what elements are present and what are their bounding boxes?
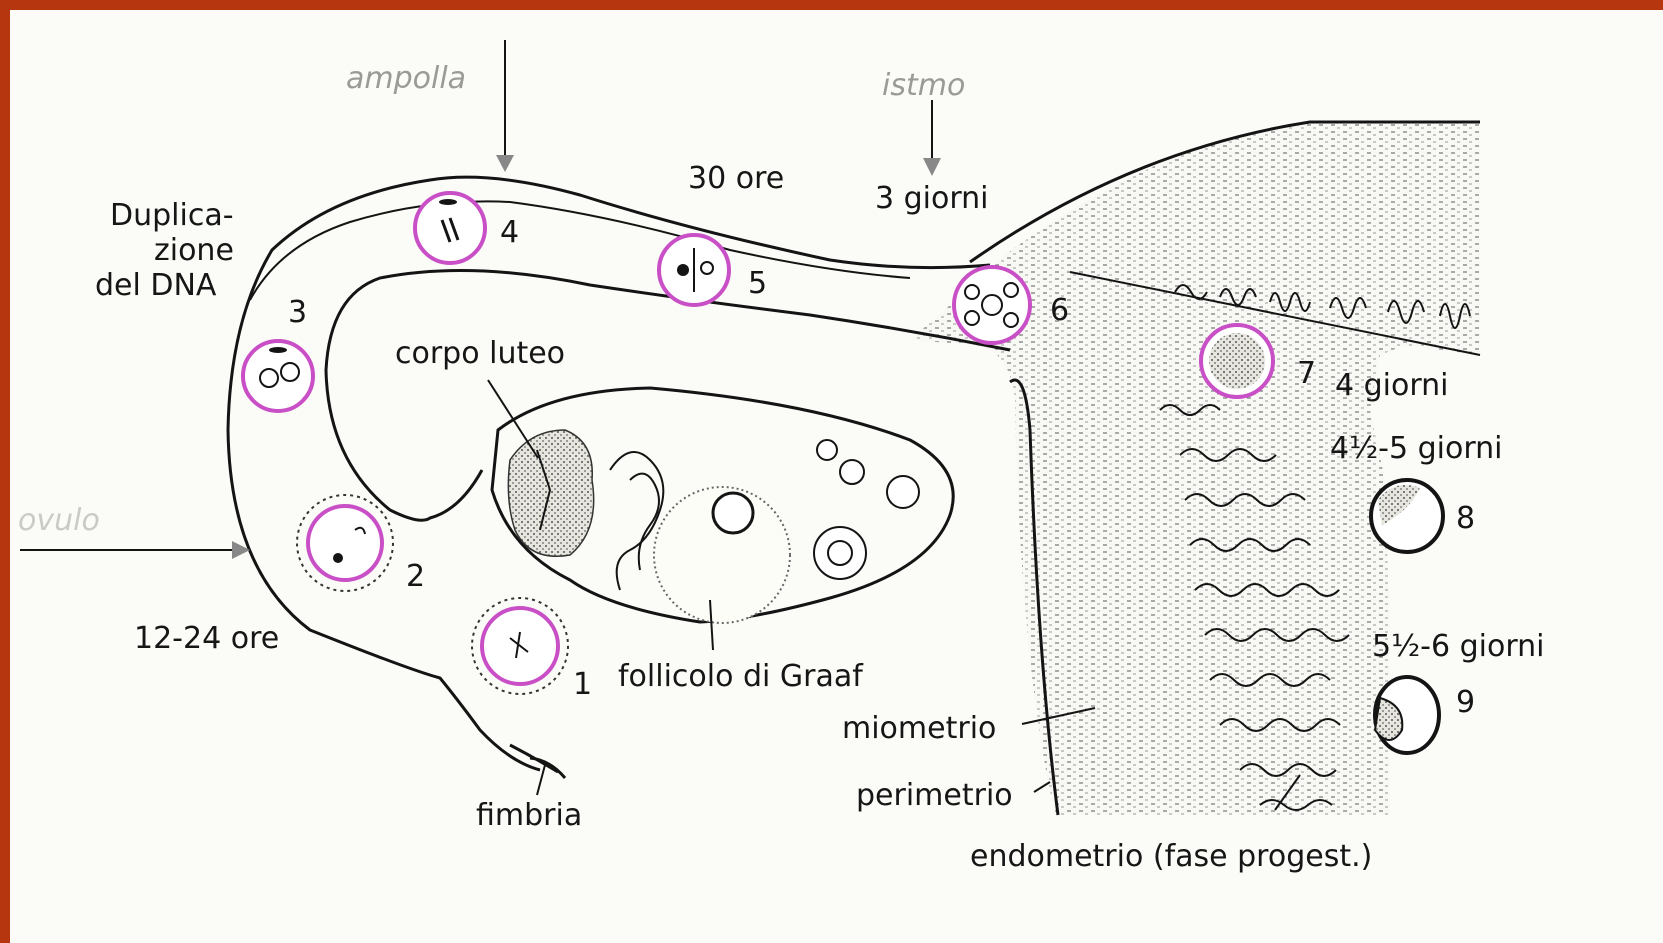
fimbria-label: fimbria <box>476 798 582 833</box>
isthmus-annotation: istmo <box>882 68 965 103</box>
stage-number-1: 1 <box>573 667 592 702</box>
stage-9-implantation <box>1375 677 1439 753</box>
stage-4-chromosomes <box>415 193 485 263</box>
stage-number-6: 6 <box>1050 293 1069 328</box>
stage-6-morula-early <box>954 267 1030 343</box>
perimetrium-pointer <box>1034 782 1050 792</box>
time-45-label: 4½-5 giorni <box>1330 431 1503 466</box>
stage-number-3: 3 <box>288 295 307 330</box>
isthmus-arrowhead <box>923 158 941 176</box>
ovulation-annotation: ovulo <box>18 503 100 538</box>
duplication-label-line2: zione <box>154 233 234 268</box>
stage-5-two-cell <box>659 235 729 305</box>
corpus-luteum <box>508 430 593 556</box>
diagram-canvas: ampolla istmo ovulo <box>10 10 1663 943</box>
stage-number-9: 9 <box>1456 685 1475 720</box>
follicle-small-3 <box>887 476 919 508</box>
time-3d-label: 3 giorni <box>875 181 989 216</box>
stage-number-8: 8 <box>1456 501 1475 536</box>
stage-number-7: 7 <box>1297 356 1316 391</box>
stage-number-4: 4 <box>500 215 519 250</box>
ampulla-arrowhead <box>496 155 514 172</box>
myometrium-label: miometrio <box>842 711 996 746</box>
stage-3-pronuclei <box>243 341 313 411</box>
time-30-label: 30 ore <box>688 161 784 196</box>
corpus-luteum-label: corpo luteo <box>395 336 565 371</box>
stage-1-oocyte <box>472 598 568 694</box>
stage-number-5: 5 <box>748 266 767 301</box>
stage-7-morula <box>1201 325 1273 397</box>
graaf-label: follicolo di Graaf <box>618 659 864 694</box>
stage-2-fertilization <box>297 495 393 591</box>
endometrium-label: endometrio (fase progest.) <box>970 839 1372 874</box>
ampulla-annotation: ampolla <box>346 61 466 96</box>
stage-8-blastocyst <box>1371 480 1443 552</box>
follicle-small-2 <box>840 460 864 484</box>
graafian-oocyte <box>713 493 753 533</box>
fertilization-diagram: ampolla istmo ovulo <box>10 10 1663 943</box>
duplication-label-line3: del DNA <box>95 268 217 303</box>
stage-number-2: 2 <box>406 559 425 594</box>
follicle-medium-oocyte <box>828 541 852 565</box>
follicle-small-1 <box>817 440 837 460</box>
time-12-24-label: 12-24 ore <box>134 621 279 656</box>
tube-lumen-line <box>250 201 910 300</box>
perimetrium-label: perimetrio <box>856 778 1013 813</box>
duplication-label-line1: Duplica- <box>110 198 234 233</box>
time-55-label: 5½-6 giorni <box>1372 629 1545 664</box>
time-4d-label: 4 giorni <box>1335 368 1449 403</box>
